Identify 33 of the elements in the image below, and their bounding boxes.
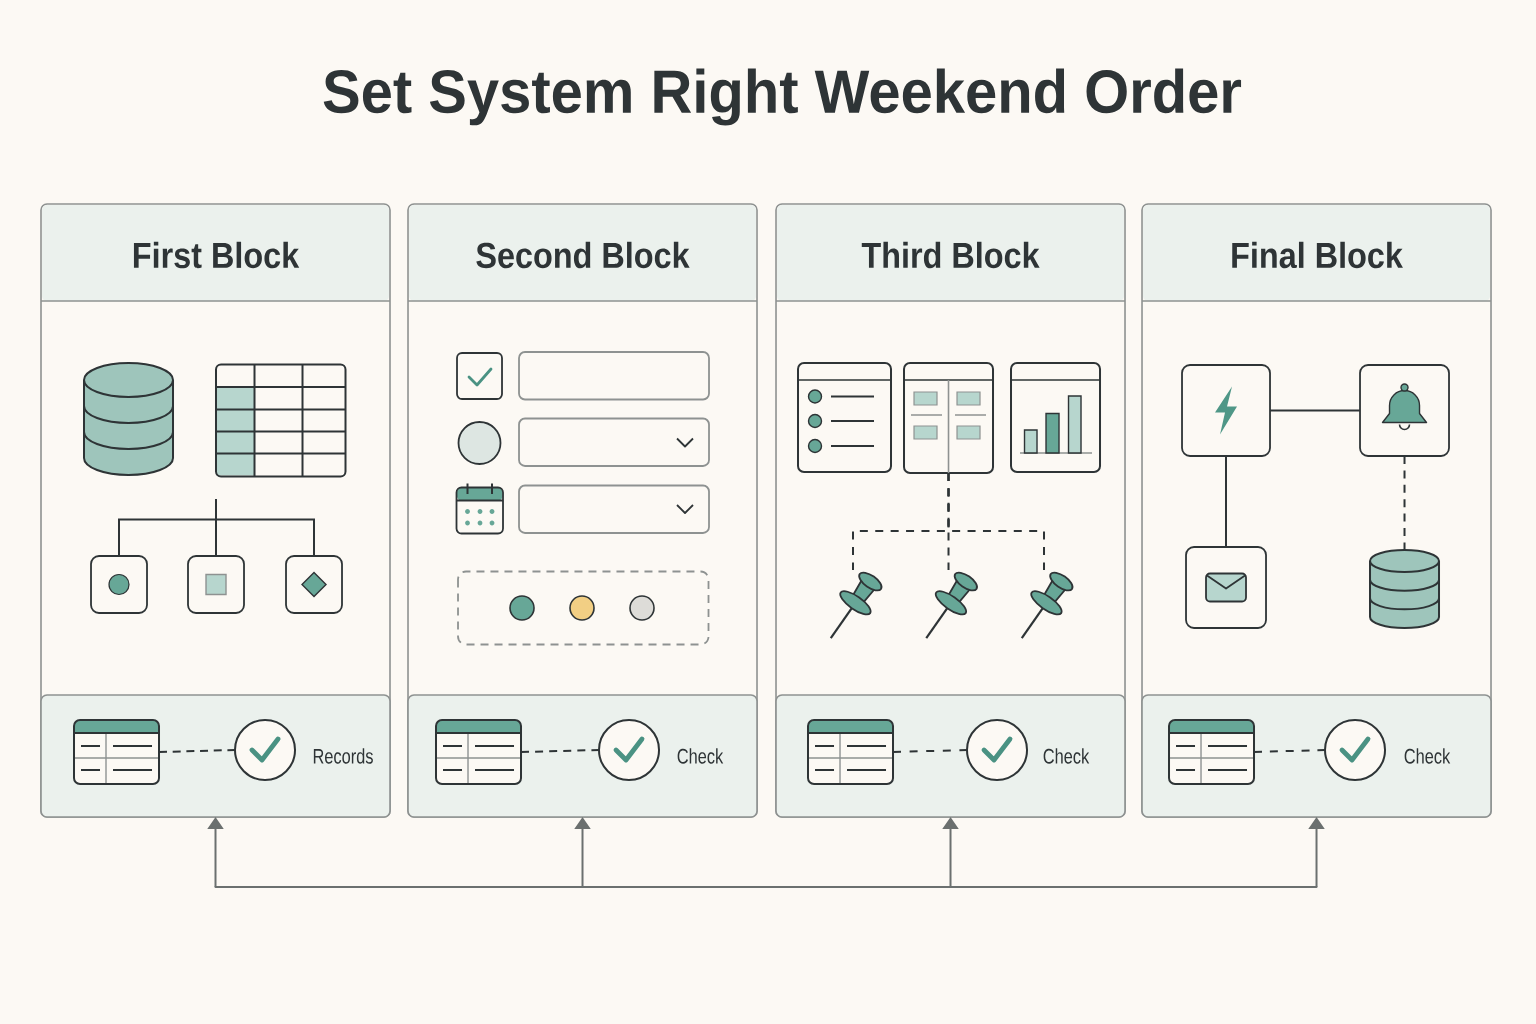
- connector-line: [215, 518, 315, 557]
- panel-header: Final Block: [1141, 205, 1492, 302]
- panel-header: Third Block: [775, 205, 1126, 302]
- check-circle: [234, 719, 296, 781]
- check-circle: [966, 719, 1028, 781]
- table-icon: [1168, 719, 1255, 785]
- panel-header: Second Block: [407, 205, 758, 302]
- dashed-line: [892, 749, 968, 753]
- board-card: [903, 362, 994, 474]
- table-icon: [73, 719, 160, 785]
- pushpin: [829, 571, 883, 639]
- pushpin: [925, 571, 978, 639]
- title: Set System Right Weekend Order: [323, 68, 1242, 126]
- dashed-line: [1403, 455, 1406, 551]
- database-cylinder: [1369, 549, 1440, 629]
- connector-line: [215, 498, 217, 521]
- connector-line: [118, 518, 217, 557]
- check-circle: [1324, 719, 1386, 781]
- table-icon: [807, 719, 894, 785]
- list-card: [797, 362, 892, 473]
- dashed-line: [520, 749, 600, 753]
- table-icon: [435, 719, 522, 785]
- connector-line: [215, 518, 217, 557]
- dashed-line: [158, 749, 236, 753]
- chart-card: [1010, 362, 1101, 473]
- connector-line: [1225, 455, 1227, 548]
- dashed-line: [947, 472, 1045, 571]
- pushpin: [1020, 571, 1074, 639]
- connector-line: [214, 886, 1318, 888]
- dashed-line: [1253, 749, 1326, 753]
- check-circle: [598, 719, 660, 781]
- connector-line: [1269, 409, 1361, 412]
- panel-header: First Block: [40, 205, 391, 302]
